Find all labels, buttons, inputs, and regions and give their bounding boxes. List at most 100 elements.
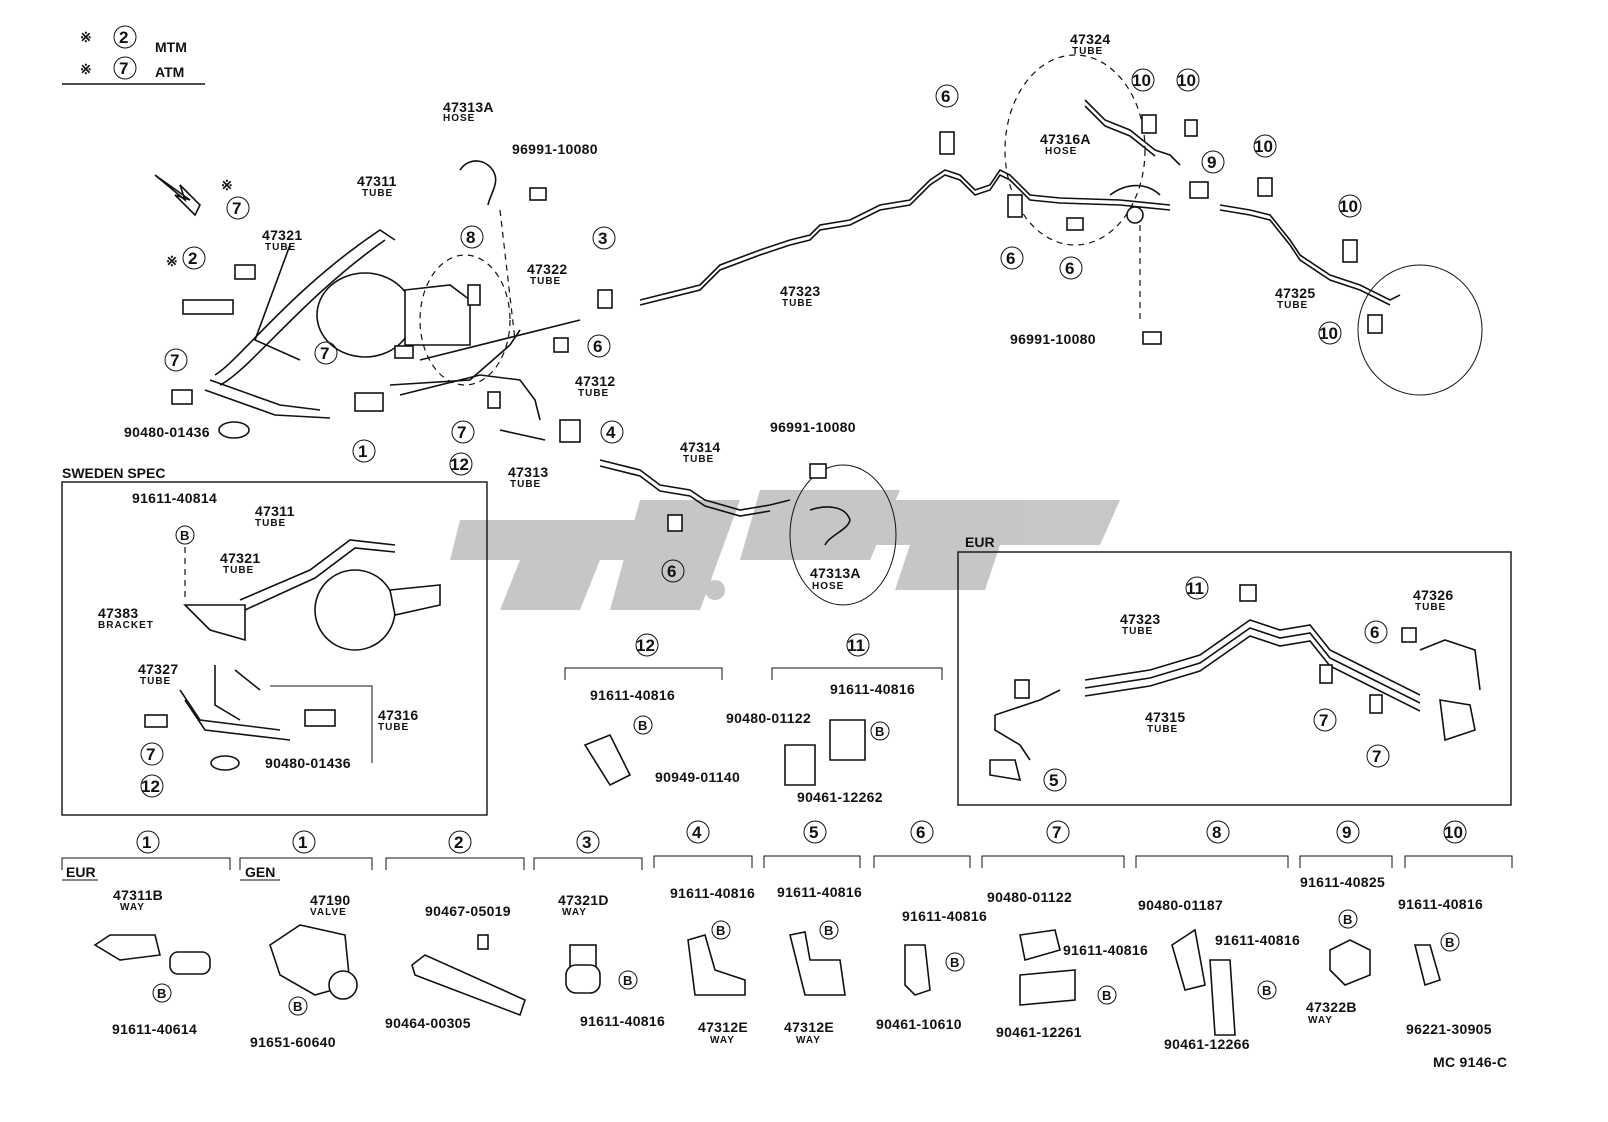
label-90480-01436-b: 90480-01436 (265, 755, 351, 771)
label-47324: 47324 (1070, 31, 1110, 47)
label-91611-40814: 91611-40814 (132, 490, 217, 506)
svg-text:WAY: WAY (1308, 1015, 1333, 1026)
label-90464-00305: 90464-00305 (385, 1015, 471, 1031)
svg-text:6: 6 (667, 562, 676, 581)
svg-text:1: 1 (142, 833, 151, 852)
svg-text:8: 8 (1212, 823, 1221, 842)
label-90480-01187: 90480-01187 (1138, 897, 1223, 913)
label-47190: 47190 (310, 892, 350, 908)
label-90461-10610: 90461-10610 (876, 1016, 962, 1032)
svg-text:10: 10 (1177, 71, 1196, 90)
label-47312E-b: 47312E (784, 1019, 834, 1035)
svg-text:91611-40816: 91611-40816 (670, 885, 755, 901)
label-91651-60640: 91651-60640 (250, 1034, 336, 1050)
svg-text:TUBE: TUBE (140, 676, 171, 687)
svg-text:6: 6 (593, 337, 602, 356)
svg-text:2: 2 (454, 833, 463, 852)
legend-mtm: MTM (155, 39, 187, 55)
svg-text:TUBE: TUBE (1415, 602, 1446, 613)
label-47322: 47322 (527, 261, 567, 277)
label-47313A-top: 47313A (443, 99, 494, 115)
svg-text:HOSE: HOSE (1045, 146, 1077, 157)
label-96991-10080-a: 96991-10080 (512, 141, 598, 157)
eur-box: EUR 11 47323 TUBE 47315 TUBE 47326 TUBE … (957, 534, 1512, 806)
svg-text:7: 7 (457, 423, 466, 442)
svg-text:TUBE: TUBE (578, 388, 609, 399)
label-47314: 47314 (680, 439, 720, 455)
svg-text:TUBE: TUBE (1072, 46, 1103, 57)
sweden-spec-title: SWEDEN SPEC (62, 465, 165, 481)
label-47383: 47383 (98, 605, 138, 621)
svg-text:91611-40816: 91611-40816 (1215, 932, 1300, 948)
svg-text:11: 11 (847, 636, 865, 655)
svg-text:3: 3 (582, 833, 591, 852)
label-96221-30905: 96221-30905 (1406, 1021, 1492, 1037)
label-hose: HOSE (443, 113, 475, 124)
label-47323: 47323 (780, 283, 820, 299)
label-47322B: 47322B (1306, 999, 1357, 1015)
main-labels: 47313A HOSE 96991-10080 47311 TUBE 47321… (124, 31, 1315, 592)
label-47325: 47325 (1275, 285, 1315, 301)
svg-text:91611-40816: 91611-40816 (1398, 896, 1483, 912)
svg-text:47311: 47311 (255, 503, 295, 519)
svg-text:10: 10 (1132, 71, 1151, 90)
svg-text:7: 7 (320, 344, 329, 363)
label-90467-05019: 90467-05019 (425, 903, 511, 919)
svg-text:10: 10 (1339, 197, 1358, 216)
svg-text:6: 6 (1006, 249, 1015, 268)
svg-text:B: B (1343, 912, 1352, 927)
detail-12: 12 91611-40816 B 90949-01140 (564, 633, 740, 787)
legend-asterisk: ※ (80, 61, 92, 77)
svg-text:91611-40816: 91611-40816 (590, 687, 675, 703)
svg-text:7: 7 (232, 199, 241, 218)
label-47321D: 47321D (558, 892, 609, 908)
label-91611-40825: 91611-40825 (1300, 874, 1385, 890)
bracket-47383 (183, 604, 246, 642)
label-47327: 47327 (138, 661, 178, 677)
svg-text:1: 1 (298, 833, 307, 852)
svg-text:90480-01122: 90480-01122 (987, 889, 1072, 905)
svg-text:B: B (180, 528, 189, 543)
svg-text:91611-40816: 91611-40816 (777, 884, 862, 900)
svg-text:12: 12 (141, 777, 160, 796)
svg-text:BRACKET: BRACKET (98, 620, 154, 631)
svg-text:WAY: WAY (710, 1035, 735, 1046)
label-96991-10080-b: 96991-10080 (1010, 331, 1096, 347)
svg-text:B: B (950, 955, 959, 970)
svg-text:9: 9 (1342, 823, 1351, 842)
svg-text:TUBE: TUBE (1277, 300, 1308, 311)
svg-text:5: 5 (809, 823, 818, 842)
svg-text:4: 4 (692, 823, 702, 842)
svg-text:TUBE: TUBE (265, 242, 296, 253)
bottom-details: 1 EUR 47311B WAY B 91611-40614 1 GEN 471… (61, 820, 1513, 1070)
svg-text:91611-40816: 91611-40816 (580, 1013, 665, 1029)
label-47316: 47316 (378, 707, 418, 723)
svg-text:VALVE: VALVE (310, 907, 347, 918)
label-47313: 47313 (508, 464, 548, 480)
svg-text:B: B (875, 724, 884, 739)
main-assembly (154, 54, 1483, 606)
svg-text:HOSE: HOSE (812, 581, 844, 592)
svg-text:3: 3 (598, 229, 607, 248)
svg-text:11: 11 (1186, 579, 1204, 598)
svg-text:TUBE: TUBE (223, 565, 254, 576)
svg-text:9: 9 (1207, 153, 1216, 172)
svg-text:10: 10 (1444, 823, 1463, 842)
svg-text:5: 5 (1049, 771, 1058, 790)
svg-text:TUBE: TUBE (510, 479, 541, 490)
svg-text:91611-40816: 91611-40816 (1063, 942, 1148, 958)
svg-text:4: 4 (606, 423, 616, 442)
label-47321: 47321 (262, 227, 302, 243)
label-47315: 47315 (1145, 709, 1185, 725)
svg-text:※: ※ (221, 177, 233, 193)
svg-text:6: 6 (1370, 623, 1379, 642)
label-90461-12261: 90461-12261 (996, 1024, 1082, 1040)
svg-text:TUBE: TUBE (1122, 626, 1153, 637)
svg-text:TUBE: TUBE (378, 722, 409, 733)
label-91611-40614: 91611-40614 (112, 1021, 197, 1037)
svg-text:7: 7 (1052, 823, 1061, 842)
svg-text:B: B (1445, 935, 1454, 950)
svg-text:91611-40816: 91611-40816 (902, 908, 987, 924)
legend-num-7: 7 (119, 59, 128, 78)
